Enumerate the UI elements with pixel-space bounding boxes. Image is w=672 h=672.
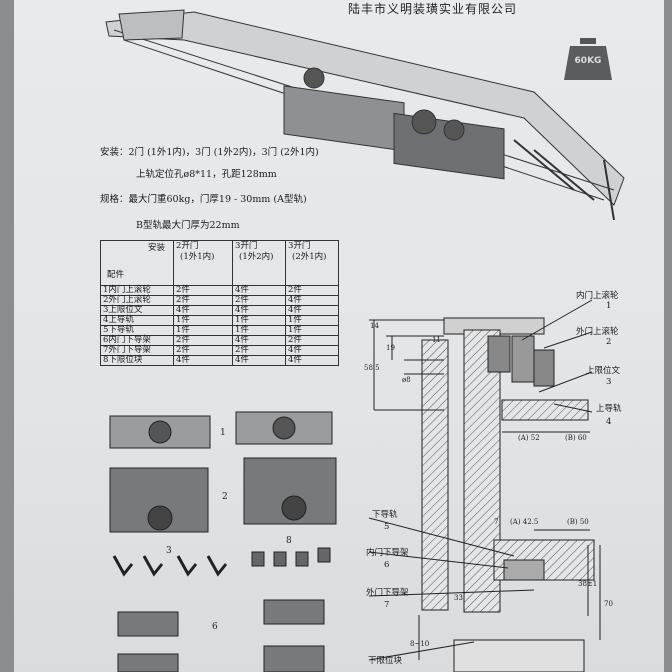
part-8-block-4 xyxy=(317,547,331,563)
callout-top-limit: 上限位文 xyxy=(586,366,621,376)
floor-slab xyxy=(453,639,585,672)
line-drawings xyxy=(105,9,625,672)
hole-line: 上轨定位孔ø8*11，孔距128mm xyxy=(136,169,277,180)
part-8-block-2 xyxy=(273,551,287,567)
col-header-3: 3开门(2外1内) xyxy=(285,240,339,286)
callout-bottom-limit: 下限位块 xyxy=(368,656,403,666)
dim-19: 19 xyxy=(386,344,395,352)
callout-num-1: 1 xyxy=(606,301,612,311)
roller-wheel-3 xyxy=(443,119,465,141)
dim-38: 38±1 xyxy=(578,580,598,588)
dim-14: 14 xyxy=(370,322,379,330)
dim-a52: (A) 52 xyxy=(518,434,540,442)
part-number-3: 3 xyxy=(166,546,172,556)
part-number-8: 8 xyxy=(286,536,292,546)
callout-num-2: 2 xyxy=(606,337,612,347)
roller-bracket-2 xyxy=(511,335,535,383)
dim-58-5: 58.5 xyxy=(364,364,380,372)
roller-bracket-1 xyxy=(487,335,511,373)
spec-line: 规格：最大门重60kg，门厚19 - 30mm (A型轨) xyxy=(100,194,307,205)
weight-icon: 60KG xyxy=(562,30,614,86)
weight-label: 60KG xyxy=(574,56,602,66)
dim-b60: (B) 60 xyxy=(565,434,587,442)
part-6-guide-a xyxy=(117,611,179,637)
col-header-2: 3开门(1外2内) xyxy=(232,240,286,286)
dim-8-10: 8~10 xyxy=(410,640,430,648)
roller-bracket-3 xyxy=(533,349,555,387)
company-name: 陆丰市义明装璜实业有限公司 xyxy=(348,2,518,16)
part-7-guide-a xyxy=(117,653,179,672)
dim-70: 70 xyxy=(604,600,613,608)
part-number-1: 1 xyxy=(220,428,226,438)
part-number-6: 6 xyxy=(212,622,218,632)
part-7-guide-b xyxy=(263,645,325,672)
roller-wheel-2 xyxy=(411,109,437,135)
callout-inner-bottom-guide: 内门下导架 xyxy=(366,548,409,558)
corner-top-label: 安装 xyxy=(147,243,165,253)
callout-num-7: 7 xyxy=(384,600,390,610)
bottom-guide xyxy=(503,559,545,581)
dim-b50: (B) 50 xyxy=(567,518,589,526)
callout-bottom-rail: 下导轨 xyxy=(372,510,398,520)
table-corner: 安装 配件 xyxy=(100,240,174,286)
col-header-1: 2开门(1外1内) xyxy=(173,240,233,286)
part-8-block-1 xyxy=(251,551,265,567)
install-line: 安装：2门 (1外1内)，3门 (1外2内)，3门 (2外1内) xyxy=(100,147,319,158)
callout-num-3: 3 xyxy=(606,377,612,387)
parts-table: 安装 配件 2开门(1外1内) 3开门(1外2内) 3开门(2外1内) 1内门上… xyxy=(100,240,339,366)
roller-wheel-1 xyxy=(303,67,325,89)
corner-bottom-label: 配件 xyxy=(107,270,125,280)
callout-outer-top-roller: 外门上滚轮 xyxy=(576,327,619,337)
wall-left xyxy=(421,339,449,611)
callout-num-5: 5 xyxy=(384,522,390,532)
part-3-clips xyxy=(112,555,228,577)
callout-num-4: 4 xyxy=(606,417,612,427)
roller-carriage-1 xyxy=(283,85,405,152)
dim-33: 33 xyxy=(454,594,463,602)
dim-8: ø8 xyxy=(402,376,411,384)
door-outer xyxy=(501,399,589,421)
rail-end-cap xyxy=(118,9,185,41)
part-6-guide-b xyxy=(263,599,325,625)
dim-11: 11 xyxy=(432,336,441,344)
part-number-2: 2 xyxy=(222,492,228,502)
document-page: 陆丰市义明装璜实业有限公司 xyxy=(14,0,664,672)
callout-inner-top-roller: 内门上滚轮 xyxy=(576,291,619,301)
dim-a42-5: (A) 42.5 xyxy=(510,518,539,526)
callout-num-6: 6 xyxy=(384,560,390,570)
part-8-block-3 xyxy=(295,551,309,567)
callout-outer-bottom-guide: 外门下导架 xyxy=(366,588,409,598)
dim-7: 7 xyxy=(494,518,499,526)
callout-top-rail: 上导轨 xyxy=(596,404,622,414)
b-rail-line: B型轨最大门厚为22mm xyxy=(136,220,240,231)
